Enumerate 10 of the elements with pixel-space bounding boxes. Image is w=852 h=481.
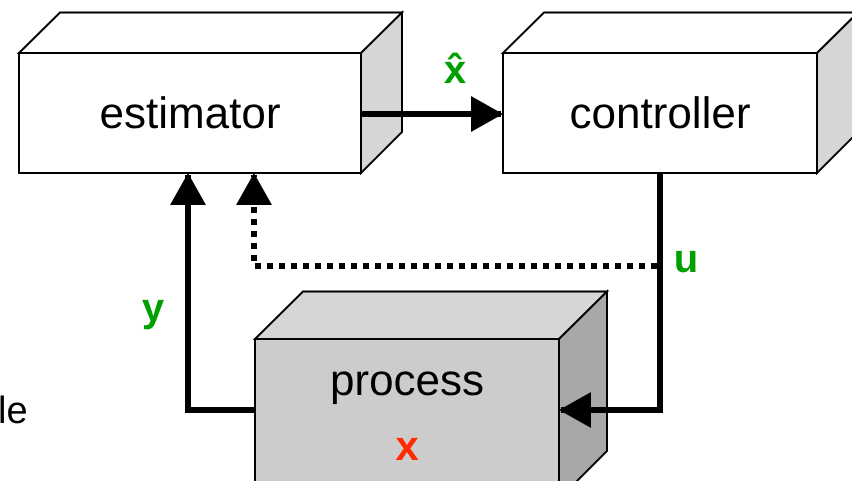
text-fragment: le <box>0 392 28 430</box>
edge-label: y <box>142 288 164 328</box>
state-variable: x <box>395 425 419 467</box>
edge-label: u <box>674 239 698 279</box>
block-label: estimator <box>100 92 280 136</box>
arrow <box>170 173 255 413</box>
block-label: process <box>330 359 484 403</box>
block-label: controller <box>570 92 750 136</box>
edge-label: x̂ <box>444 50 466 90</box>
arrow <box>361 96 503 132</box>
